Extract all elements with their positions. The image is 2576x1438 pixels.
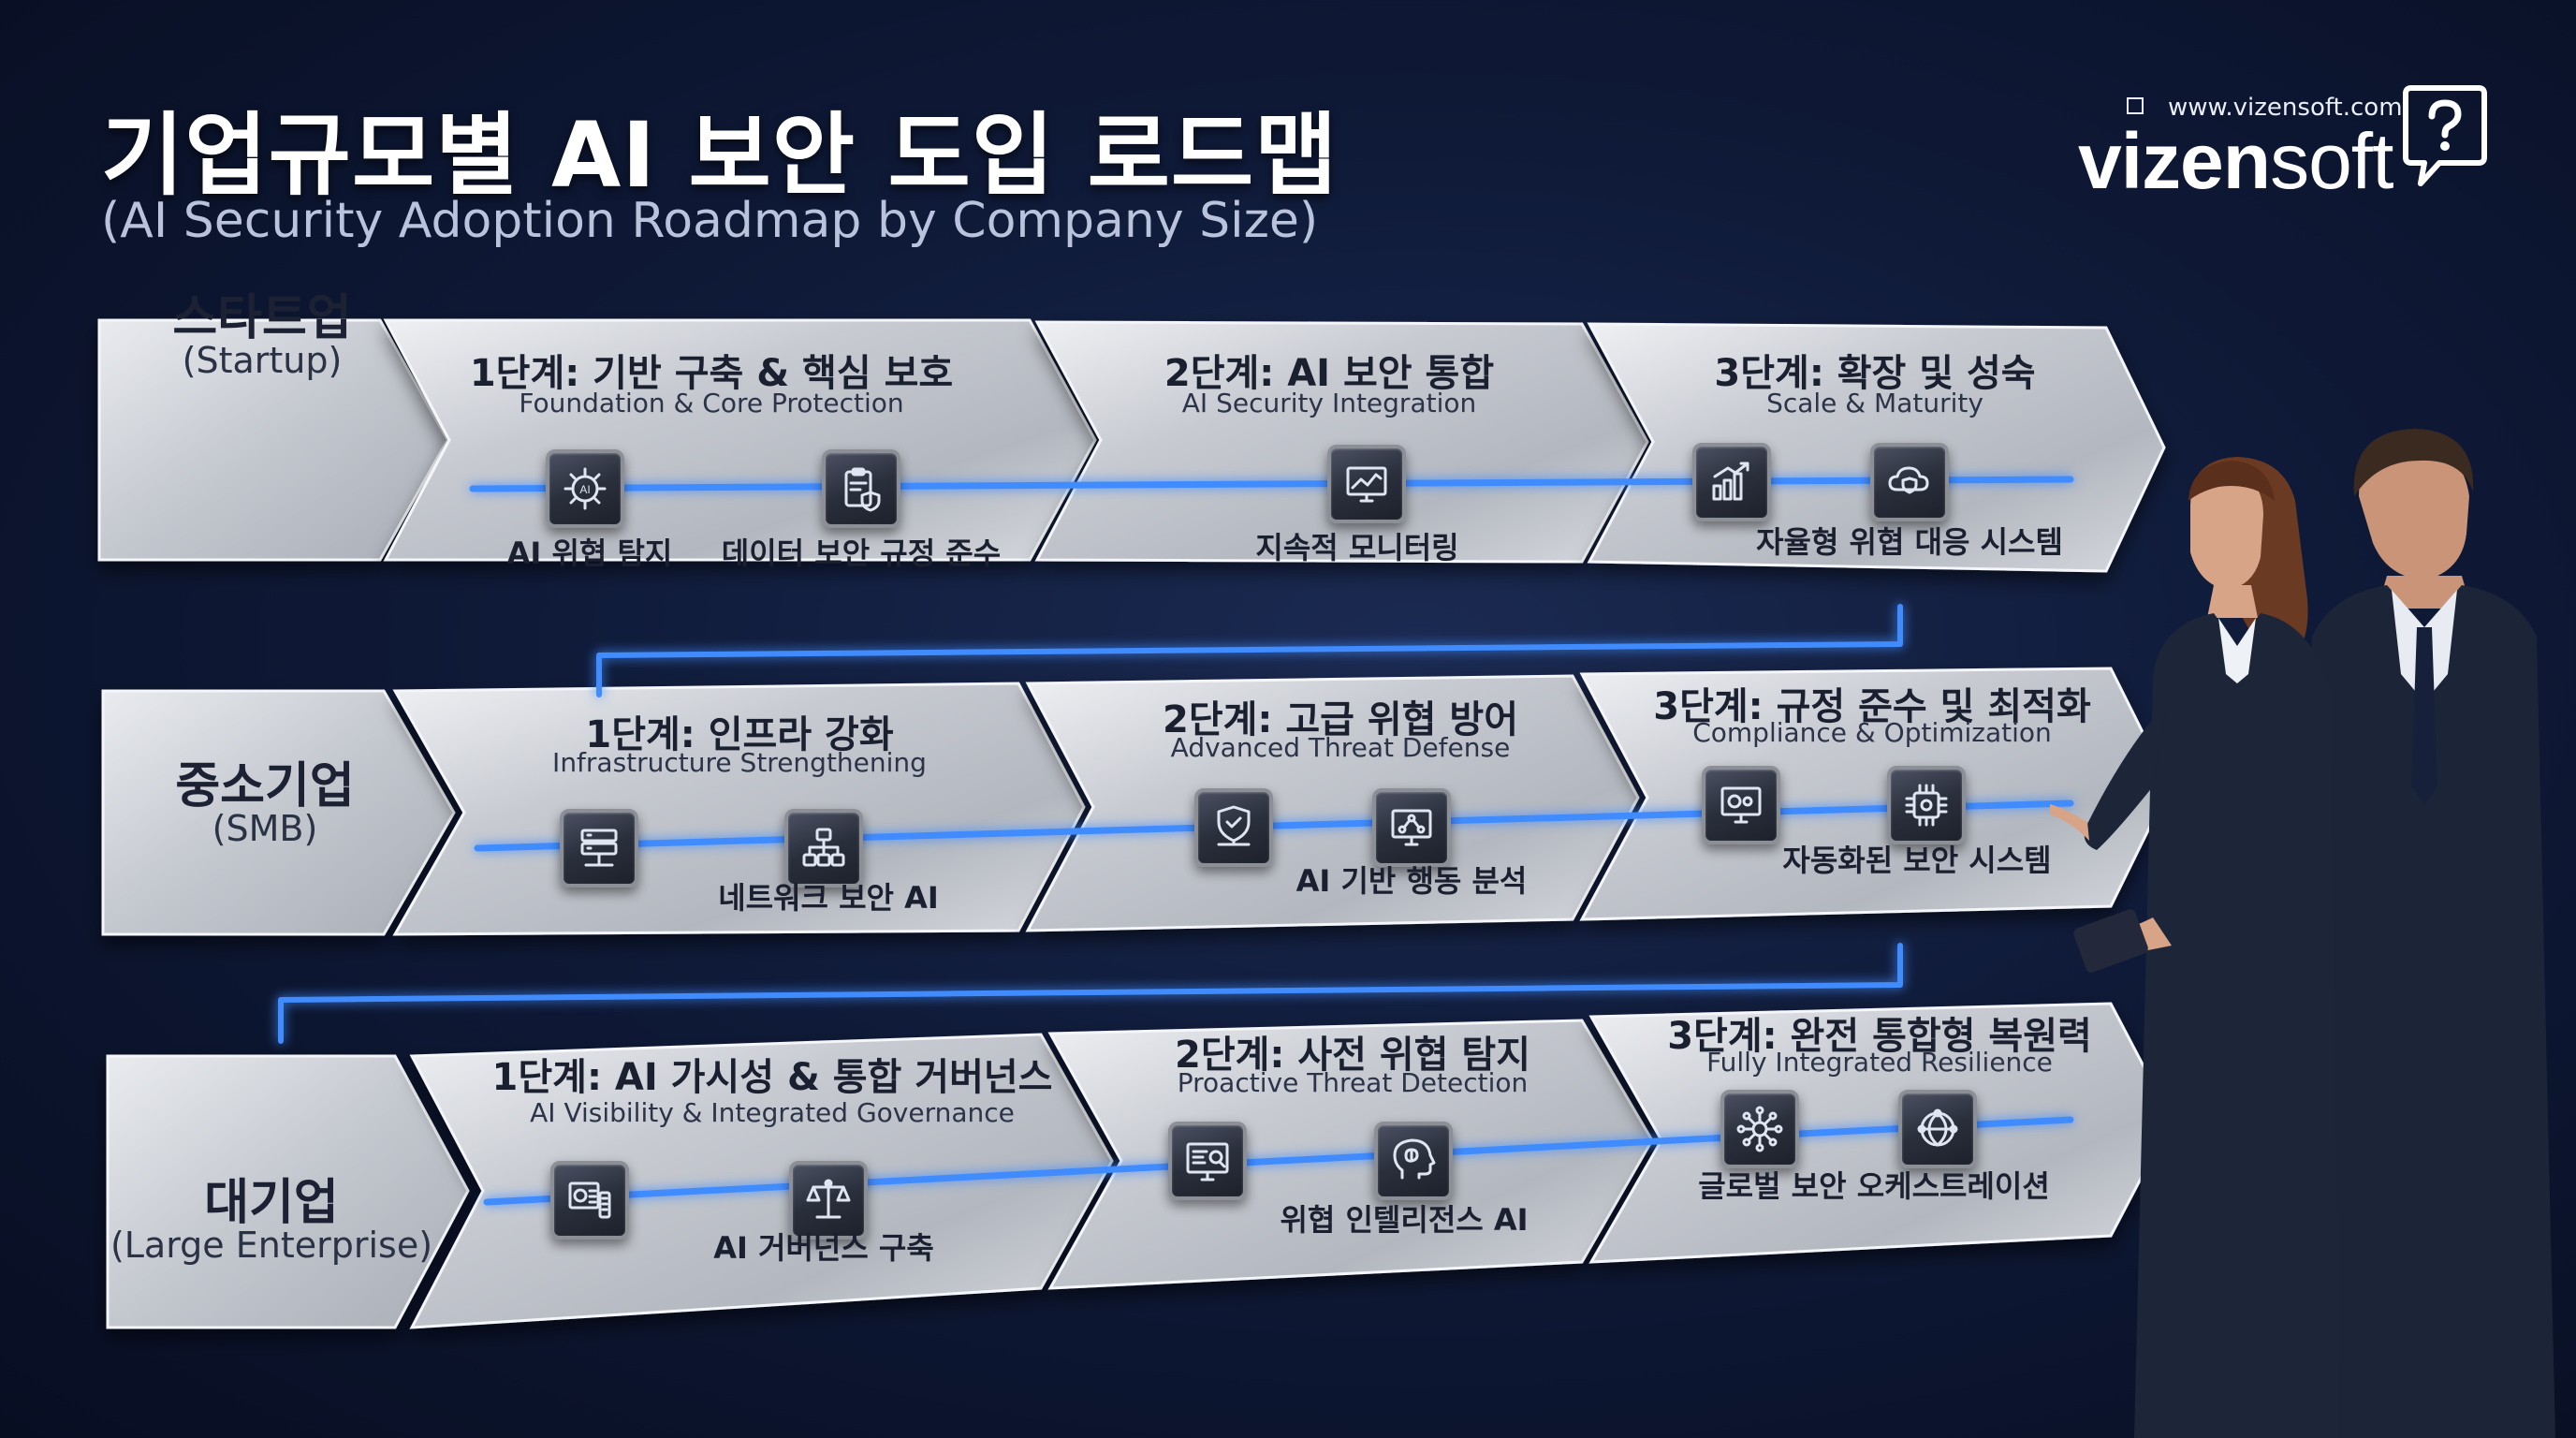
category-plate xyxy=(106,1054,470,1329)
woman-figure xyxy=(2050,457,2340,1438)
category-title: 스타트업 xyxy=(172,290,352,346)
cloud-shield-icon xyxy=(1870,443,1949,521)
stage-subtitle: Infrastructure Strengthening xyxy=(552,747,927,778)
automation-chip-icon xyxy=(1887,766,1966,844)
stage-subtitle: Advanced Threat Defense xyxy=(1170,732,1511,763)
globe-network-icon xyxy=(1898,1090,1977,1168)
question-bubble-icon xyxy=(2403,85,2487,186)
monitor-network-icon-glyph xyxy=(1391,809,1432,846)
row-connector-line xyxy=(474,800,2074,852)
svg-text:AI: AI xyxy=(579,483,590,496)
clipboard-shield-icon xyxy=(822,449,900,528)
brand-url: www.vizensoft.com xyxy=(2168,94,2403,122)
stage-title: 3단계: 규정 준수 및 최적화 xyxy=(1653,685,2091,728)
brand-logo: www.vizensoft.com vizensoft xyxy=(2078,82,2490,207)
ai-chip-icon: AI xyxy=(546,449,624,528)
scales-icon xyxy=(789,1161,868,1240)
page-title: 기업규모별 AI 보안 도입 로드맵 xyxy=(101,103,1339,208)
stage-title: 2단계: 사전 위협 탐지 xyxy=(1174,1034,1531,1077)
row-connector-line xyxy=(469,476,2074,492)
row-link-line xyxy=(596,604,1903,697)
stage-subtitle: Foundation & Core Protection xyxy=(519,388,904,418)
dashboard-icon xyxy=(550,1161,629,1240)
brain-head-icon-glyph xyxy=(1393,1138,1436,1180)
category-plate xyxy=(97,318,449,562)
presenters-illustration xyxy=(2050,429,2555,1438)
monitor-search-icon-glyph xyxy=(1186,1142,1229,1181)
stage-subtitle: Scale & Maturity xyxy=(1766,388,1983,418)
category-subtitle: (SMB) xyxy=(212,808,318,849)
monitor-chart-icon xyxy=(1327,445,1406,523)
stage-title: 3단계: 완전 통합형 복원력 xyxy=(1667,1015,2092,1058)
brand-name: vizensoft xyxy=(2078,116,2394,207)
growth-chart-icon-glyph xyxy=(1712,462,1749,501)
monitor-search-icon xyxy=(1168,1122,1247,1200)
network-icon-glyph xyxy=(802,828,845,867)
network-icon xyxy=(784,809,863,888)
url-square-icon xyxy=(2127,97,2144,114)
category-subtitle: (Large Enterprise) xyxy=(110,1225,433,1266)
category-title: 대기업 xyxy=(204,1175,339,1231)
stage-subtitle: Compliance & Optimization xyxy=(1692,717,2052,748)
page-subtitle: (AI Security Adoption Roadmap by Company… xyxy=(101,193,1319,249)
man-figure xyxy=(2284,429,2555,1438)
stage-title: 1단계: 기반 구축 & 핵심 보호 xyxy=(469,352,954,395)
automation-chip-icon-glyph xyxy=(1905,784,1948,827)
brand-name-light: soft xyxy=(2270,117,2393,205)
dashboard-icon-glyph xyxy=(568,1181,611,1219)
item-label: 지속적 모니터링 xyxy=(1255,530,1459,565)
stage-plate xyxy=(1034,320,1649,564)
category-subtitle: (Startup) xyxy=(182,340,343,381)
scales-icon-glyph xyxy=(806,1179,851,1219)
growth-chart-icon xyxy=(1692,443,1771,521)
category-title: 중소기업 xyxy=(175,758,355,814)
stage-title: 2단계: AI 보안 통합 xyxy=(1164,352,1495,395)
item-label: 위협 인텔리전스 AI xyxy=(1280,1202,1529,1238)
monitor-gears-icon xyxy=(1702,766,1780,844)
stage-subtitle: Fully Integrated Resilience xyxy=(1706,1047,2053,1078)
stage-title: 2단계: 고급 위협 방어 xyxy=(1162,698,1519,741)
shield-network-icon xyxy=(1194,788,1273,867)
ai-chip-icon-glyph: AI xyxy=(564,467,607,510)
item-label: 자동화된 보안 시스템 xyxy=(1782,843,2052,878)
stage-plate xyxy=(1579,667,2172,921)
brain-head-icon xyxy=(1374,1122,1453,1200)
stage-subtitle: Proactive Threat Detection xyxy=(1177,1067,1529,1098)
monitor-network-icon xyxy=(1372,788,1451,867)
item-label: 글로벌 보안 오케스트레이션 xyxy=(1698,1168,2050,1204)
stage-title: 1단계: 인프라 강화 xyxy=(585,713,894,756)
stage-subtitle: AI Visibility & Integrated Governance xyxy=(530,1097,1015,1128)
item-label: AI 거버넌스 구축 xyxy=(713,1230,934,1266)
monitor-gears-icon-glyph xyxy=(1720,786,1762,824)
hub-network-icon xyxy=(1720,1090,1799,1168)
shield-network-icon-glyph xyxy=(1217,805,1251,846)
row-link-line xyxy=(278,943,1903,1044)
stage-plate xyxy=(1025,674,1640,932)
stage-title: 3단계: 확장 및 성숙 xyxy=(1714,352,2036,395)
stage-subtitle: AI Security Integration xyxy=(1181,388,1477,418)
item-label: AI 기반 행동 분석 xyxy=(1295,863,1528,899)
server-icon xyxy=(560,809,638,888)
stage-plate xyxy=(409,1033,1114,1329)
monitor-chart-icon-glyph xyxy=(1346,466,1387,503)
item-label: 자율형 위협 대응 시스템 xyxy=(1756,524,2063,560)
item-label: 데이터 보안 규정 준수 xyxy=(721,536,1002,571)
item-label: AI 위협 탐지 xyxy=(506,536,673,571)
server-icon-glyph xyxy=(580,829,618,867)
clipboard-shield-icon-glyph xyxy=(844,467,881,512)
globe-network-icon-glyph xyxy=(1917,1108,1958,1147)
hub-network-icon-glyph xyxy=(1736,1106,1783,1152)
row-connector-line xyxy=(483,1116,2074,1206)
category-plate xyxy=(101,689,456,936)
stage-title: 1단계: AI 가시성 & 통합 거버넌스 xyxy=(491,1056,1053,1099)
brand-name-bold: vizen xyxy=(2078,117,2271,205)
item-label: 네트워크 보안 AI xyxy=(718,880,939,916)
cloud-shield-icon-glyph xyxy=(1888,466,1929,494)
